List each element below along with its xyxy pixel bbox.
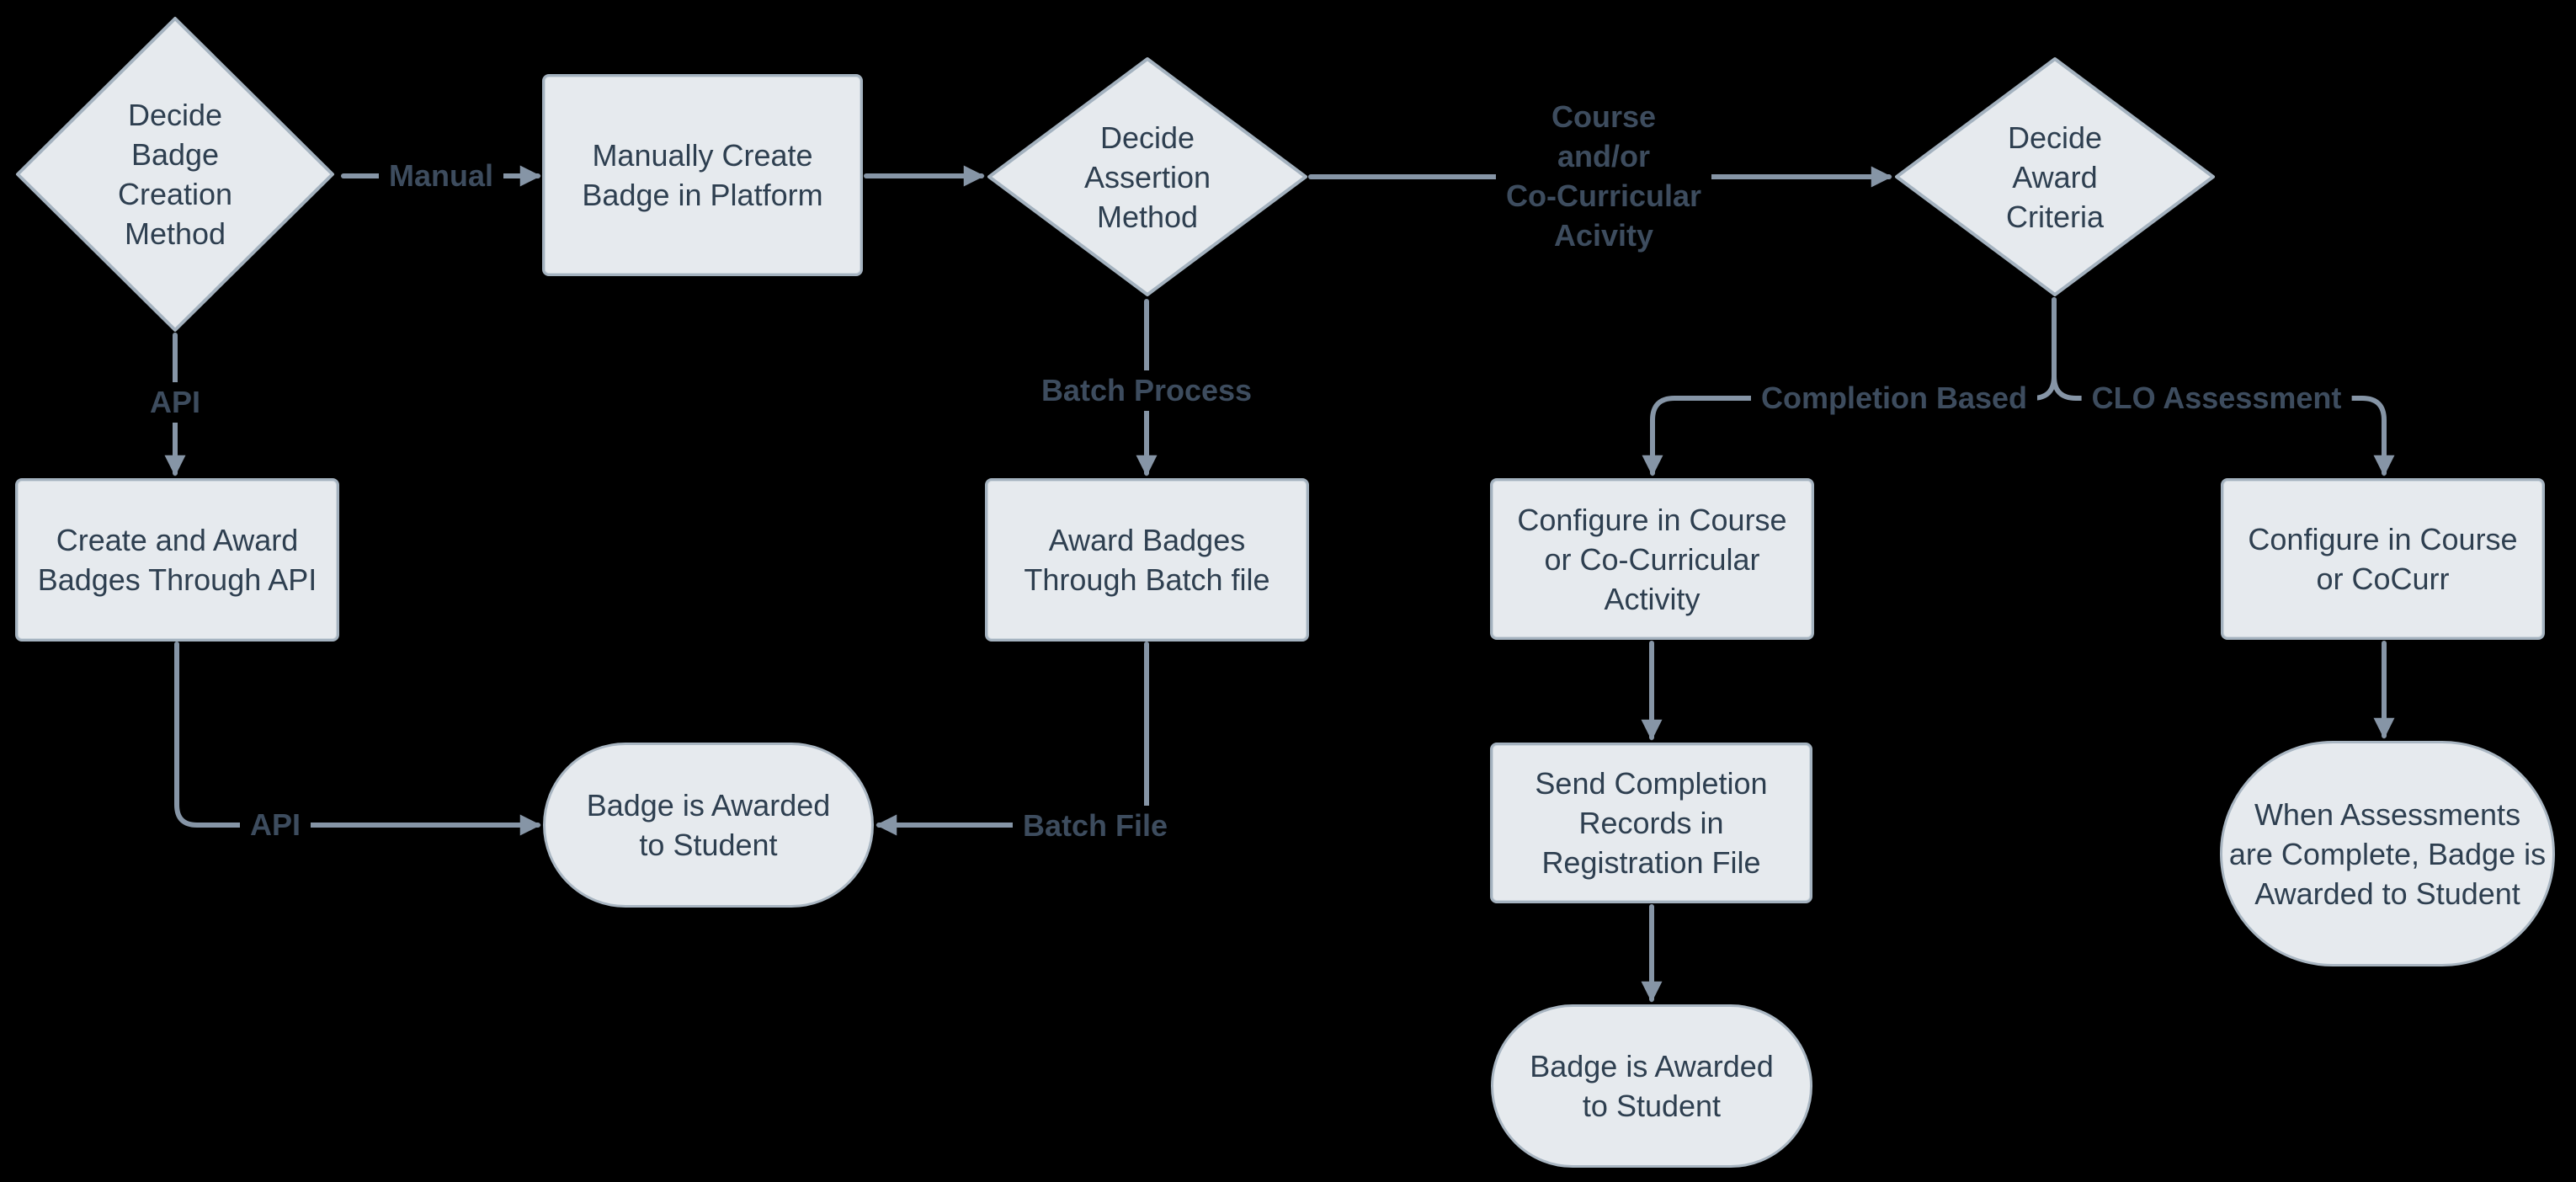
edge-label-manual: Manual (378, 156, 504, 196)
edge-label-clo-assessment: CLO Assessment (2081, 378, 2352, 418)
decision-diamond-shape (16, 17, 334, 332)
edge-batch-rect-to-badge-awarded (876, 642, 1149, 836)
decision-diamond-shape (1895, 57, 2215, 296)
edge-label-api-creation: API (139, 382, 211, 423)
edge-label-batch-file: Batch File (1012, 806, 1179, 846)
edge-label-batch-process: Batch Process (1030, 370, 1263, 411)
edge-api-rect-to-badge-awarded (174, 642, 541, 836)
edge-label-api-award: API (239, 805, 311, 845)
edge-label-completion-based: Completion Based (1750, 378, 2038, 418)
decision-diamond-shape (987, 57, 1307, 296)
